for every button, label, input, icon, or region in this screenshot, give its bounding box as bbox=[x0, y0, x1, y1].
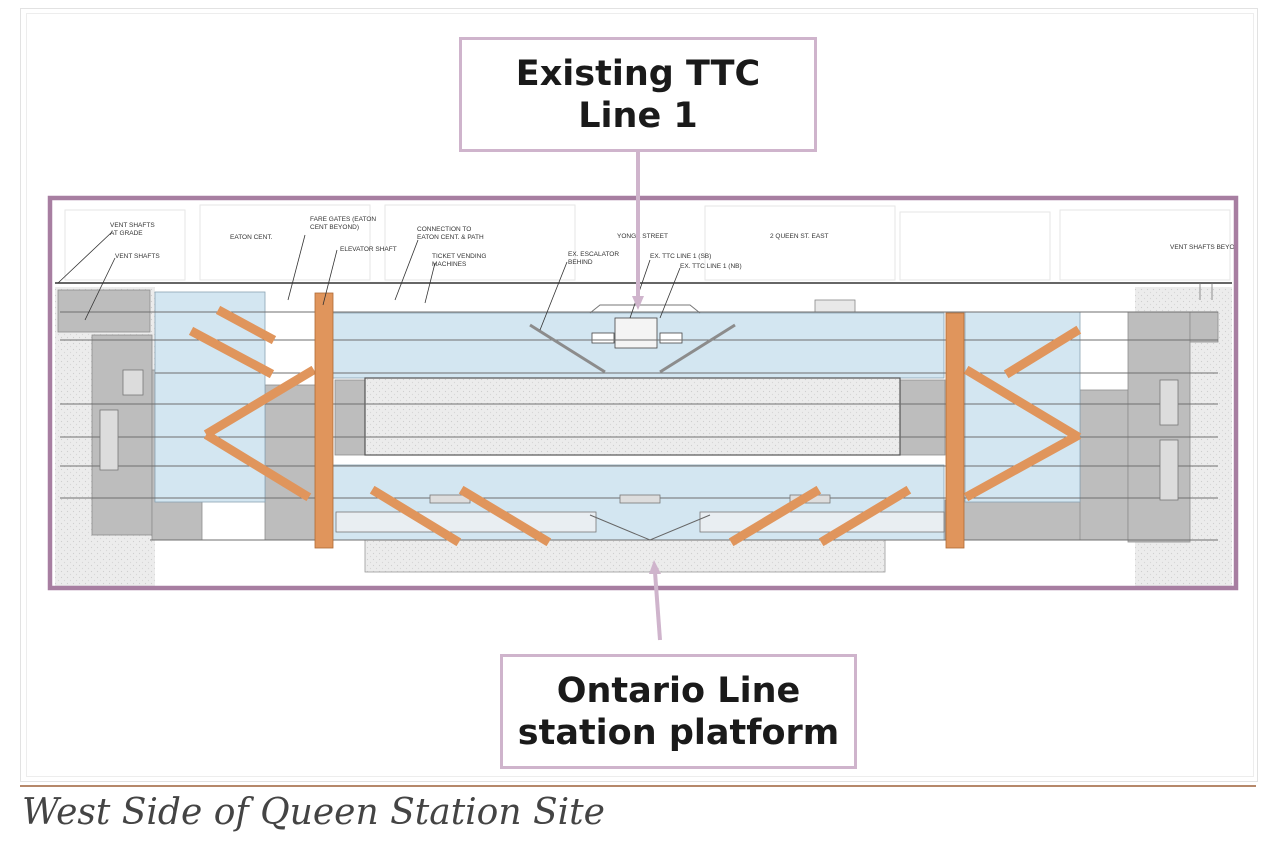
label-elevator-shaft: ELEVATOR SHAFT bbox=[340, 246, 397, 253]
label-ticket-vending: TICKET VENDING bbox=[432, 253, 486, 260]
label-vent-shafts: VENT SHAFTS bbox=[115, 253, 160, 260]
callout-ontario-line: Ontario Line station platform bbox=[500, 654, 857, 769]
label-connection: CONNECTION TO bbox=[417, 226, 471, 233]
figure-caption: West Side of Queen Station Site bbox=[22, 792, 605, 833]
label-vent-shafts-beyond: VENT SHAFTS BEYO bbox=[1170, 244, 1235, 251]
callout-arrows bbox=[632, 152, 662, 641]
caption-divider bbox=[20, 785, 1256, 787]
label-eaton-cent: EATON CENT. bbox=[230, 234, 273, 241]
label-ex-ttc-nb: EX. TTC LINE 1 (NB) bbox=[680, 263, 742, 270]
label-ex-escalator: BEHIND bbox=[568, 259, 593, 266]
highlight-frame bbox=[47, 195, 1239, 591]
label-vent-shafts-at-grade: VENT SHAFTS bbox=[110, 222, 155, 229]
label-ex-ttc-sb: EX. TTC LINE 1 (SB) bbox=[650, 253, 711, 260]
figure-inner-border bbox=[26, 13, 1254, 777]
escalators bbox=[188, 305, 1082, 547]
vent-shafts bbox=[99, 283, 1213, 501]
label-fare-gates: FARE GATES (EATON bbox=[310, 216, 376, 223]
ground-bottom bbox=[364, 539, 886, 573]
label-queen-st-east: 2 QUEEN ST. EAST bbox=[770, 233, 829, 240]
central-void bbox=[364, 377, 901, 456]
label-vent-shafts-at-grade: AT GRADE bbox=[110, 230, 143, 237]
structure-blocks bbox=[57, 289, 1219, 543]
callout-existing-ttc: Existing TTC Line 1 bbox=[459, 37, 817, 152]
elevator-shaft-east bbox=[945, 312, 965, 549]
ttc-line-1-box bbox=[589, 299, 856, 349]
label-connection: EATON CENT. & PATH bbox=[417, 234, 484, 241]
annotation-labels: VENT SHAFTS AT GRADE VENT SHAFTS EATON C… bbox=[110, 216, 1235, 270]
label-fare-gates: CENT BEYOND) bbox=[310, 224, 359, 231]
background-buildings bbox=[64, 204, 1231, 281]
existing-escalators bbox=[529, 323, 736, 374]
label-ticket-vending: MACHINES bbox=[432, 261, 467, 268]
elevator-shaft-west bbox=[314, 292, 334, 549]
label-ex-escalator: EX. ESCALATOR bbox=[568, 251, 619, 258]
label-yonge-street: YONGE STREET bbox=[617, 233, 668, 240]
